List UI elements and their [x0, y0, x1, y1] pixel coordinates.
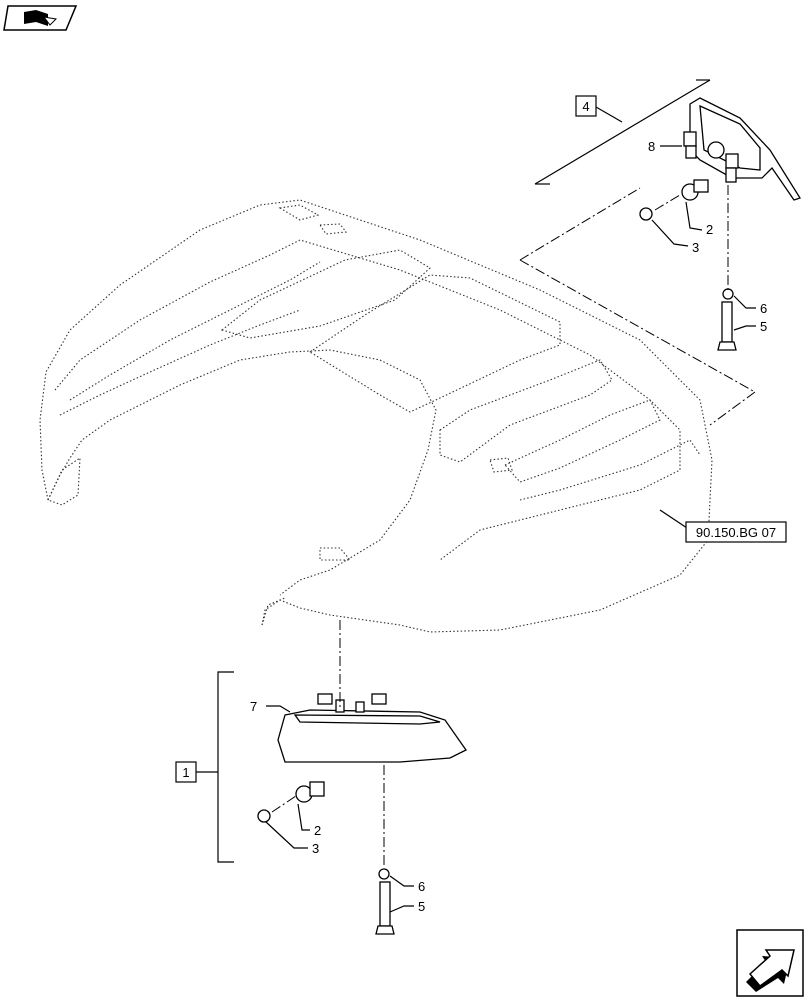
bottom-assembly-guides: [271, 620, 385, 868]
callout-bottom-bolt: 5: [418, 899, 425, 914]
callout-top-stud: 8: [648, 139, 655, 154]
roof-panel: [39, 199, 713, 633]
group-1-bracket: 1: [175, 671, 234, 863]
reference-box[interactable]: 90.150.BG 07: [659, 509, 787, 543]
next-arrow-icon[interactable]: [736, 929, 804, 997]
callout-bottom-holder: 3: [312, 841, 319, 856]
book-page-icon[interactable]: [3, 5, 78, 31]
top-lamp-assembly: [639, 97, 801, 351]
callout-top-bolt: 5: [760, 319, 767, 334]
bottom-lamp-assembly: [257, 693, 467, 935]
callout-bottom-lens: 7: [250, 699, 257, 714]
group-4-bracket: 4: [534, 79, 711, 185]
callout-top-washer: 6: [760, 301, 767, 316]
top-assembly-guides: [519, 185, 756, 426]
reference-code: 90.150.BG 07: [696, 525, 776, 540]
callout-top-holder: 3: [692, 240, 699, 255]
group-4-label: 4: [582, 99, 589, 114]
group-1-label: 1: [182, 765, 189, 780]
bottom-callouts: 7 2 3 6 5: [250, 699, 425, 914]
callout-bottom-bulb: 2: [314, 823, 321, 838]
top-callouts: 8 2 3 6 5: [648, 139, 767, 334]
callout-top-bulb: 2: [706, 222, 713, 237]
callout-bottom-washer: 6: [418, 879, 425, 894]
